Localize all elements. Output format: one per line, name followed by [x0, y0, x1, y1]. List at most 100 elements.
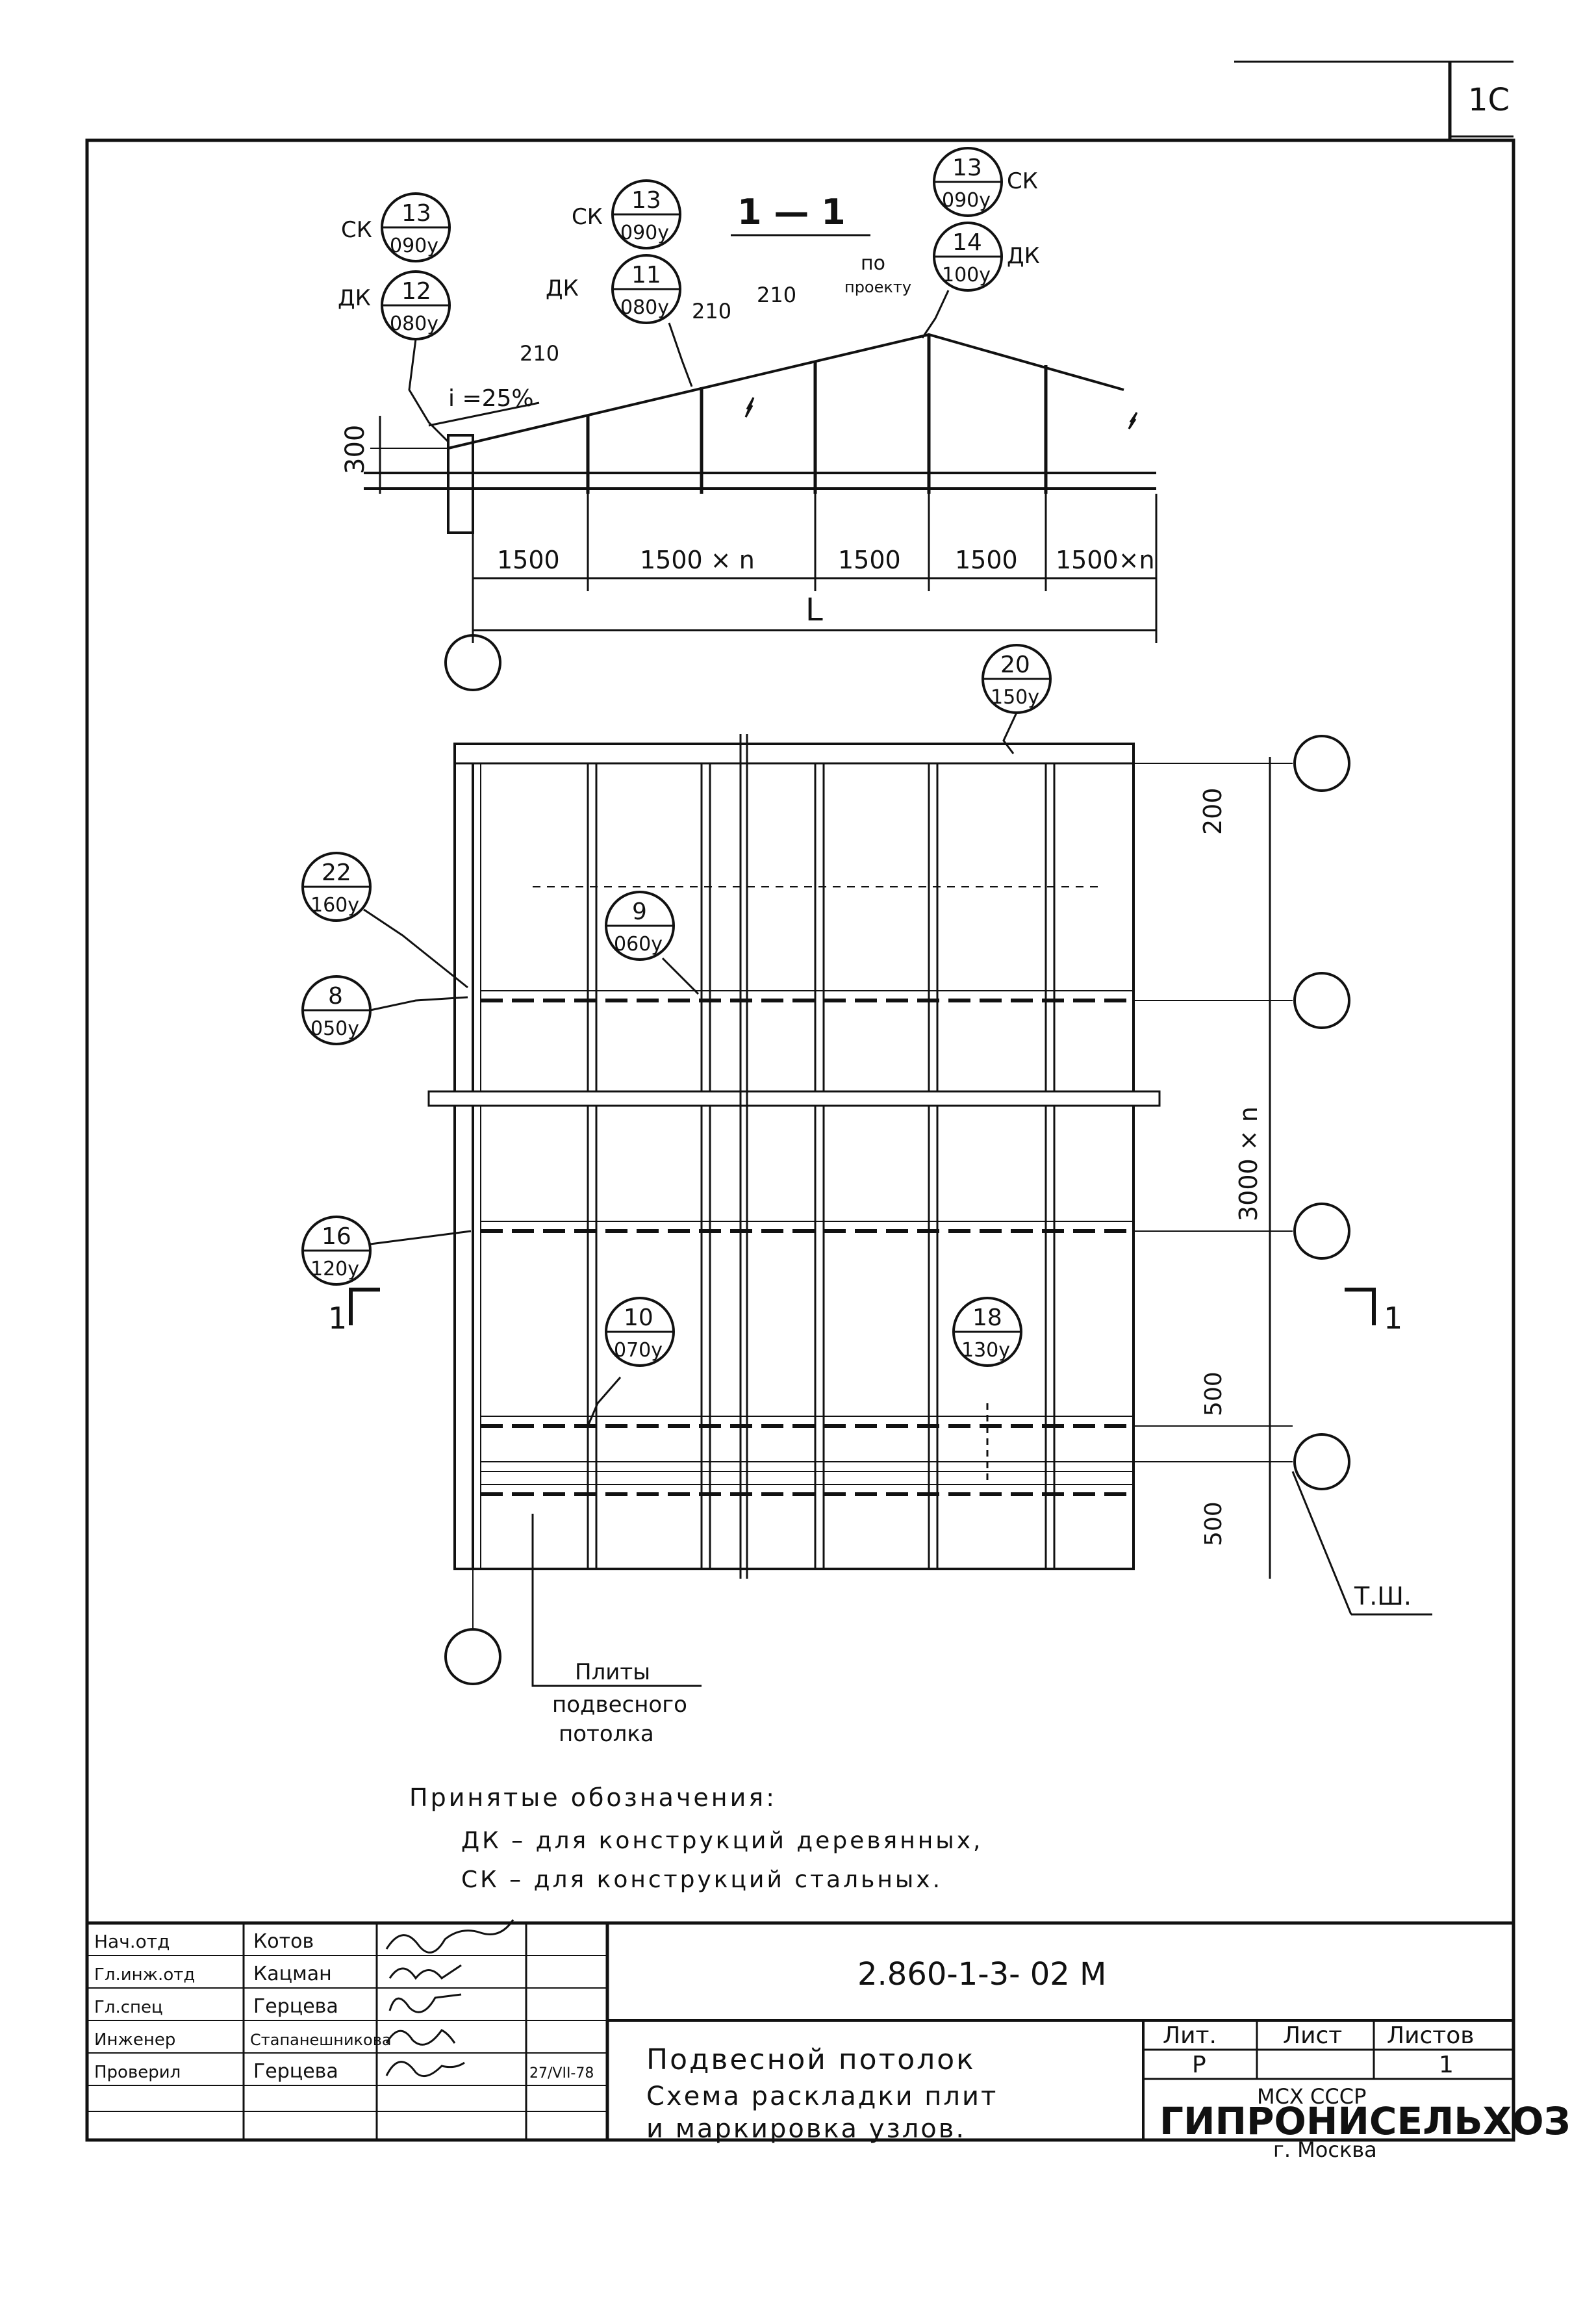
- tsh-leader: [1291, 1471, 1352, 1615]
- span-ticks: [472, 494, 1158, 643]
- name-3: Герцева: [253, 1995, 338, 2018]
- node-mark-dk14: 14 100у ДК: [921, 222, 1040, 338]
- node-code: 070у: [614, 1339, 663, 1362]
- node-code: 150у: [991, 686, 1039, 709]
- axis-bubble-right-2: [1293, 972, 1350, 1029]
- hangers: [586, 335, 1048, 494]
- signature-3: [388, 1993, 462, 2013]
- name-1: Котов: [253, 1930, 314, 1953]
- sheets-header: Листов: [1387, 2022, 1474, 2049]
- cut-mark-left: [349, 1288, 380, 1325]
- node-code: 080у: [390, 312, 438, 335]
- node-code: 130у: [961, 1339, 1010, 1362]
- plan-horizontal-thin: [481, 990, 1134, 1485]
- prefix-label: ДК: [1007, 243, 1040, 269]
- name-5: Герцева: [253, 2060, 338, 2083]
- prefix-label: ДК: [338, 285, 371, 311]
- by-project-line1: по: [861, 252, 885, 275]
- node-num: 16: [322, 1223, 351, 1250]
- org-city: г. Москва: [1273, 2137, 1377, 2162]
- node-code: 080у: [620, 296, 669, 319]
- dim-210-1: 210: [520, 341, 559, 366]
- break-mark-section: [744, 397, 755, 418]
- break-mark-right: [1128, 412, 1138, 429]
- tsh-label: Т.Ш.: [1354, 1582, 1412, 1611]
- prefix-label: СК: [341, 217, 372, 243]
- node-code: 050у: [310, 1017, 359, 1040]
- drawing-title-2: Схема раскладки плит: [646, 2082, 998, 2111]
- span-label-1: 1500: [497, 546, 560, 574]
- legend-line-1: ДК – для конструкций деревянных,: [461, 1828, 983, 1854]
- approval-date: 27/VII-78: [529, 2065, 594, 2082]
- role-3: Гл.спец: [94, 1998, 163, 2017]
- node-mark-dk11: ДК 11 080у: [546, 254, 693, 387]
- node-code: 090у: [620, 222, 669, 244]
- span-label-3: 1500: [838, 546, 901, 574]
- dim-300-label: 300: [340, 425, 370, 474]
- cut-label-right: 1: [1384, 1301, 1402, 1336]
- axis-bubble-right-1: [1293, 735, 1350, 792]
- axis-bubble-section: [444, 634, 501, 691]
- node-num: 20: [1000, 652, 1030, 678]
- span-label-2: 1500 × n: [640, 546, 755, 574]
- axis-bubble-right-3: [1293, 1203, 1350, 1260]
- plan-view: 200 3000 × n 500 500 1 1 Т.Ш. Плиты подв…: [301, 644, 1432, 1747]
- cut-mark-right: [1345, 1288, 1376, 1325]
- sheet-number: 1С: [1468, 82, 1510, 118]
- title-block-rows: Нач.отд Котов Гл.инж.отд Кацман Гл.спец …: [94, 1919, 594, 2083]
- node-num: 10: [624, 1305, 653, 1331]
- node-num: 13: [401, 200, 431, 227]
- node-mark-9: 9 060у: [605, 891, 700, 995]
- plates-label-2: подвесного: [552, 1692, 687, 1718]
- signature-4: [385, 2029, 456, 2046]
- node-num: 11: [631, 262, 661, 288]
- node-mark-sk13-mid: СК 13 090у: [572, 179, 681, 249]
- role-5: Проверил: [94, 2063, 181, 2082]
- section-title: 1 — 1: [737, 192, 846, 233]
- lit-value: Р: [1192, 2052, 1206, 2078]
- node-mark-18: 18 130у: [952, 1297, 1022, 1367]
- name-4: Стапанешникова: [250, 2031, 392, 2049]
- role-1: Нач.отд: [94, 1931, 170, 1952]
- dim-500-b: 500: [1200, 1501, 1227, 1546]
- plan-break-strip: [427, 1090, 1161, 1107]
- lit-header: Лит.: [1163, 2022, 1217, 2049]
- node-code: 090у: [942, 189, 991, 212]
- dim-3000n: 3000 × n: [1234, 1106, 1263, 1221]
- role-4: Инженер: [94, 2030, 175, 2050]
- dim-210-2: 210: [692, 299, 731, 324]
- legend: Принятые обозначения: ДК – для конструкц…: [409, 1783, 983, 1893]
- node-mark-sk13-right: 13 090у СК: [933, 147, 1038, 217]
- legend-line-2: СК – для конструкций стальных.: [461, 1866, 943, 1893]
- plan-outline: [453, 743, 1135, 1570]
- by-project-line2: проекту: [844, 278, 911, 296]
- slope-arrow: [428, 401, 540, 427]
- sheet-header: Лист: [1283, 2022, 1342, 2049]
- node-num: 22: [322, 860, 351, 886]
- section-view: 1 — 1 300 i =25% 210 210 210 по п: [338, 147, 1158, 691]
- org-ministry: МСХ СССР: [1257, 2084, 1366, 2109]
- drawing-title-3: и маркировка узлов.: [646, 2114, 966, 2144]
- axis-bubble-bottom: [444, 1628, 501, 1685]
- dim-right-extensions: [1134, 763, 1293, 1462]
- plates-label-3: потолка: [559, 1721, 654, 1747]
- legend-title: Принятые обозначения:: [409, 1783, 777, 1812]
- node-code: 090у: [390, 235, 438, 257]
- node-mark-20: 20 150у: [982, 644, 1052, 754]
- plan-horizontal-beams: [481, 999, 1134, 1496]
- span-label-5: 1500×n: [1056, 546, 1155, 574]
- dim-210-3: 210: [757, 283, 796, 307]
- signature-1: [385, 1919, 514, 1954]
- node-mark-10: 10 070у: [587, 1297, 675, 1427]
- axis-bubble-right-4: [1293, 1433, 1350, 1490]
- node-code: 060у: [614, 933, 663, 956]
- node-code: 120у: [310, 1258, 359, 1280]
- plates-label-1: Плиты: [575, 1659, 650, 1685]
- sheets-value: 1: [1439, 2052, 1454, 2078]
- left-wall-post: [447, 434, 474, 534]
- dim-500-a: 500: [1200, 1371, 1227, 1416]
- doc-code: 2.860-1-3- 02 М: [857, 1956, 1106, 1993]
- node-mark-22: 22 160у: [301, 852, 468, 989]
- node-num: 14: [952, 229, 982, 256]
